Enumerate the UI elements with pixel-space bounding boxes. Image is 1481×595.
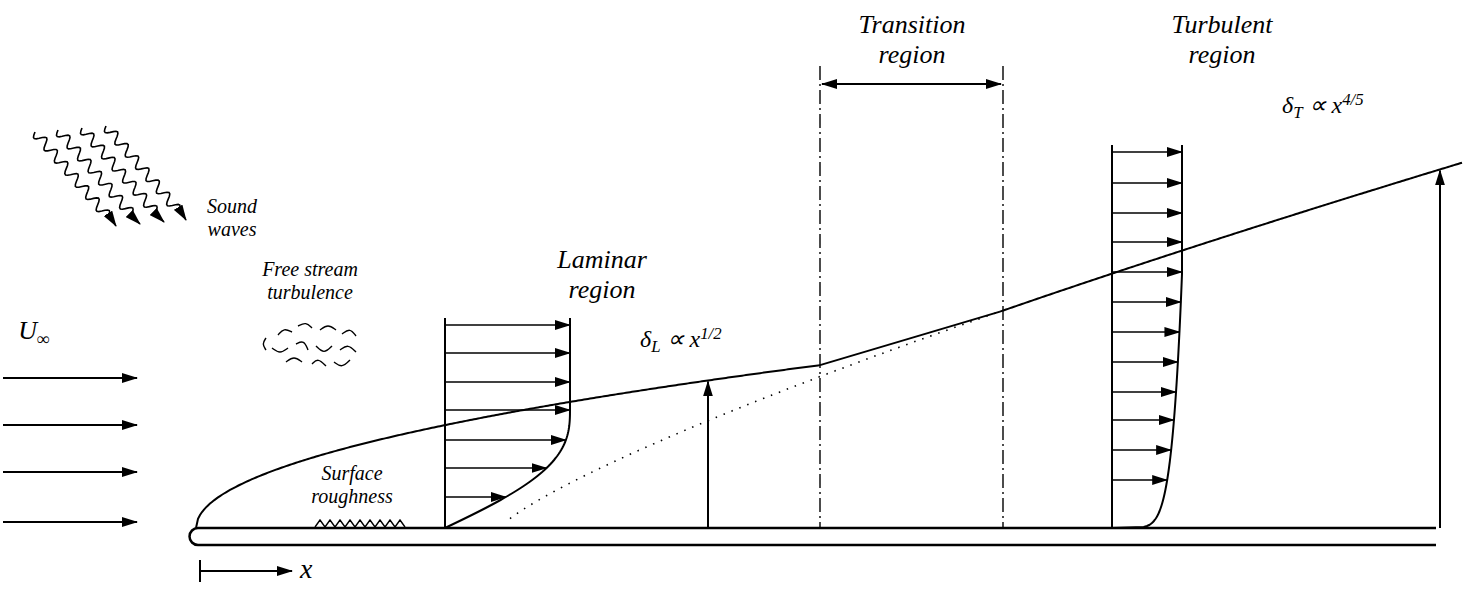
turbulent-edge — [1000, 163, 1462, 312]
flat-plate — [190, 528, 1436, 545]
turbulence-squiggle — [296, 342, 308, 350]
velocity-arrow — [445, 496, 506, 498]
transition-boundary — [819, 66, 820, 528]
region-label: δT ∝ x4/5 — [1282, 92, 1364, 120]
velocity-arrow — [1112, 301, 1181, 303]
region-label: Transition region — [859, 10, 966, 70]
sound-wave — [80, 128, 164, 222]
turbulence-squiggle — [286, 358, 302, 362]
turbulence-squiggle — [312, 360, 326, 366]
surface-roughness — [315, 520, 405, 527]
symbol-text: δ — [1282, 92, 1293, 118]
region-label: Surface roughness — [311, 462, 392, 508]
laminar-edge — [196, 365, 820, 528]
turbulence-squiggle — [340, 346, 356, 352]
index-text: T — [1293, 103, 1302, 122]
velocity-arrow — [1112, 391, 1176, 393]
region-label: Turbulent region — [1171, 10, 1272, 70]
free-stream-arrow — [3, 377, 137, 379]
velocity-arrow — [1112, 331, 1179, 333]
velocity-arrow — [1112, 151, 1182, 153]
velocity-arrow — [445, 467, 547, 469]
thickness-arrow — [1439, 170, 1441, 528]
turbulence-squiggle — [342, 330, 356, 336]
velocity-arrow — [1112, 361, 1178, 363]
index-text: ∞ — [37, 329, 50, 349]
velocity-arrow — [445, 439, 566, 441]
laminar-profile — [445, 318, 570, 528]
free-stream-arrow — [3, 521, 137, 523]
symbol-text: ∝ x — [1303, 92, 1343, 118]
velocity-arrow — [1112, 479, 1167, 481]
velocity-arrow — [1112, 212, 1182, 214]
turbulence-squiggle — [316, 346, 332, 351]
turbulence-squiggle — [263, 338, 266, 350]
transition-boundary — [1002, 66, 1003, 528]
region-label: Laminar region — [557, 245, 647, 305]
index-text: 1/2 — [700, 324, 721, 343]
free-stream-arrow — [3, 471, 137, 473]
velocity-arrow — [445, 324, 570, 326]
free-stream-arrow — [3, 424, 137, 426]
region-label: δL ∝ x1/2 — [640, 326, 722, 354]
symbol-text: U — [18, 316, 37, 345]
turbulence-squiggle — [298, 324, 312, 328]
symbol-text: δ — [640, 326, 651, 352]
velocity-arrow — [1112, 449, 1171, 451]
velocity-arrow — [1112, 241, 1182, 243]
symbol-text: ∝ x — [661, 326, 701, 352]
transition-span-arrow — [822, 83, 1001, 85]
velocity-arrow — [445, 381, 570, 383]
index-text: 4/5 — [1342, 90, 1363, 109]
velocity-arrow — [1112, 182, 1182, 184]
profile-axis — [1111, 145, 1113, 528]
turbulent-profile — [1112, 145, 1182, 528]
region-label: Sound waves — [207, 195, 257, 241]
index-text: L — [651, 337, 660, 356]
turbulence-squiggle — [334, 360, 350, 366]
velocity-arrow — [445, 352, 570, 354]
x-axis-arrow — [200, 570, 292, 572]
velocity-arrow — [1112, 419, 1174, 421]
region-label: Free stream turbulence — [248, 258, 373, 304]
sound-wave — [104, 126, 186, 220]
velocity-arrow — [1112, 271, 1182, 273]
transition-edge — [820, 312, 1000, 366]
thickness-arrow — [707, 381, 709, 528]
turbulence-squiggle — [278, 330, 292, 335]
velocity-arrow — [445, 409, 570, 411]
turbulence-squiggle — [320, 326, 336, 330]
region-label: U∞ — [18, 316, 50, 346]
region-label: x — [300, 553, 312, 585]
turbulence-squiggle — [272, 348, 288, 352]
virtual-turbulent-edge — [510, 312, 1000, 519]
